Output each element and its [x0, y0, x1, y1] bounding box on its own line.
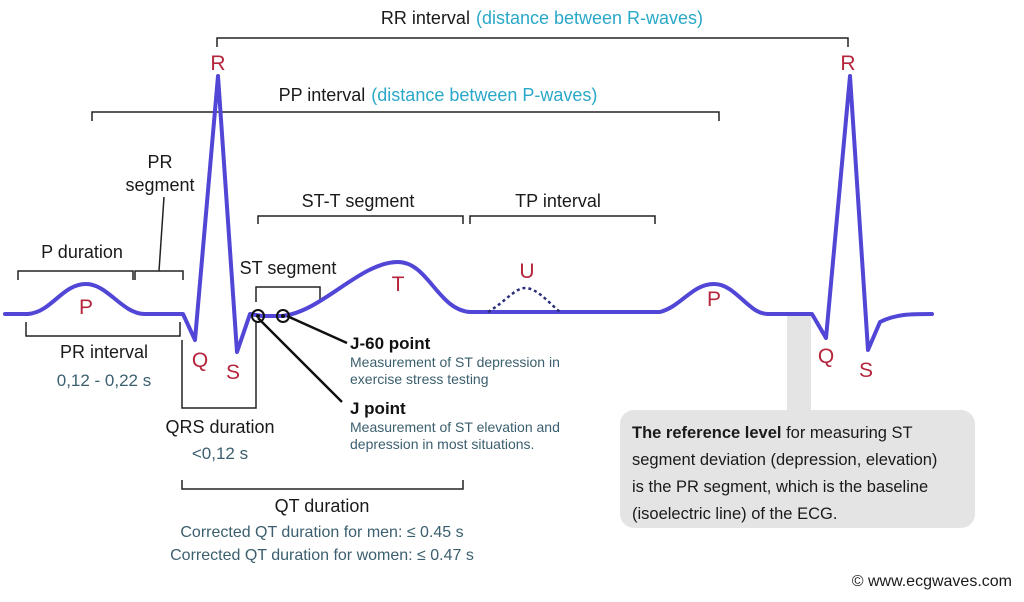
pr-interval-value: 0,12 - 0,22 s [57, 371, 152, 390]
j-point-dot [256, 314, 260, 318]
p-duration-label: P duration [41, 242, 123, 262]
wave-r: R [210, 52, 225, 75]
reference-note-line4: (isoelectric line) of the ECG. [632, 505, 837, 523]
pr-segment-bracket [134, 270, 184, 280]
qrs-duration-label: QRS duration [165, 417, 274, 437]
st-segment-bracket [255, 286, 321, 302]
wave-p: P [79, 296, 93, 319]
st-segment-label: ST segment [240, 258, 337, 278]
tp-interval-bracket [469, 215, 656, 224]
j60-point-desc-1: Measurement of ST depression in [350, 354, 560, 370]
pr-segment-label-line1: PR [147, 152, 172, 172]
qt-women-value: Corrected QT duration for women: ≤ 0.47 … [170, 547, 474, 564]
pr-interval-bracket [25, 322, 181, 337]
reference-note-line2: segment deviation (depression, elevation… [632, 451, 937, 469]
qt-duration-bracket [181, 480, 464, 490]
j60-point-dot [281, 314, 285, 318]
wave-r-second: R [840, 52, 855, 75]
qrs-duration-value: <0,12 s [192, 444, 248, 463]
j60-point-desc-2: exercise stress testing [350, 371, 489, 387]
pr-interval-label: PR interval [60, 342, 148, 362]
st-t-segment-bracket [257, 215, 464, 224]
wave-q-second: Q [818, 345, 834, 368]
tp-interval-label: TP interval [515, 191, 601, 211]
p-duration-bracket [17, 270, 134, 280]
qt-men-value: Corrected QT duration for men: ≤ 0.45 s [180, 524, 463, 541]
wave-q: Q [192, 349, 208, 372]
j60-pointer [286, 314, 348, 345]
wave-s-second: S [859, 359, 873, 382]
reference-note-line3: is the PR segment, which is the baseline [632, 478, 928, 496]
j-point-desc-2: depression in most situations. [350, 436, 534, 452]
pp-interval-bracket [91, 111, 720, 121]
rr-interval-bracket [216, 37, 849, 47]
qrs-duration-bracket [181, 322, 257, 409]
reference-note-line1: The reference level for measuring ST [632, 424, 913, 442]
reference-note-box [620, 410, 975, 528]
j60-point-marker [276, 309, 290, 323]
qt-duration-label: QT duration [275, 496, 370, 516]
wave-u: U [519, 260, 534, 283]
copyright-text: © www.ecgwaves.com [852, 573, 1012, 590]
u-wave [487, 286, 561, 314]
wave-s: S [226, 361, 240, 384]
j-point-desc-1: Measurement of ST elevation and [350, 419, 560, 435]
st-t-segment-label: ST-T segment [302, 191, 415, 211]
rr-interval-title: RR interval(distance between R-waves) [381, 8, 703, 28]
j60-point-title: J-60 point [350, 334, 431, 353]
pr-segment-label-line2: segment [125, 175, 194, 195]
wave-p-second: P [707, 288, 721, 311]
pr-segment-pointer [158, 196, 165, 272]
j-point-title: J point [350, 399, 406, 418]
pp-interval-title: PP interval(distance between P-waves) [279, 85, 598, 105]
reference-connector [787, 316, 811, 414]
j-point-marker [251, 309, 265, 323]
j-pointer [257, 317, 343, 403]
ecg-trace [3, 74, 934, 354]
wave-t: T [392, 273, 405, 296]
